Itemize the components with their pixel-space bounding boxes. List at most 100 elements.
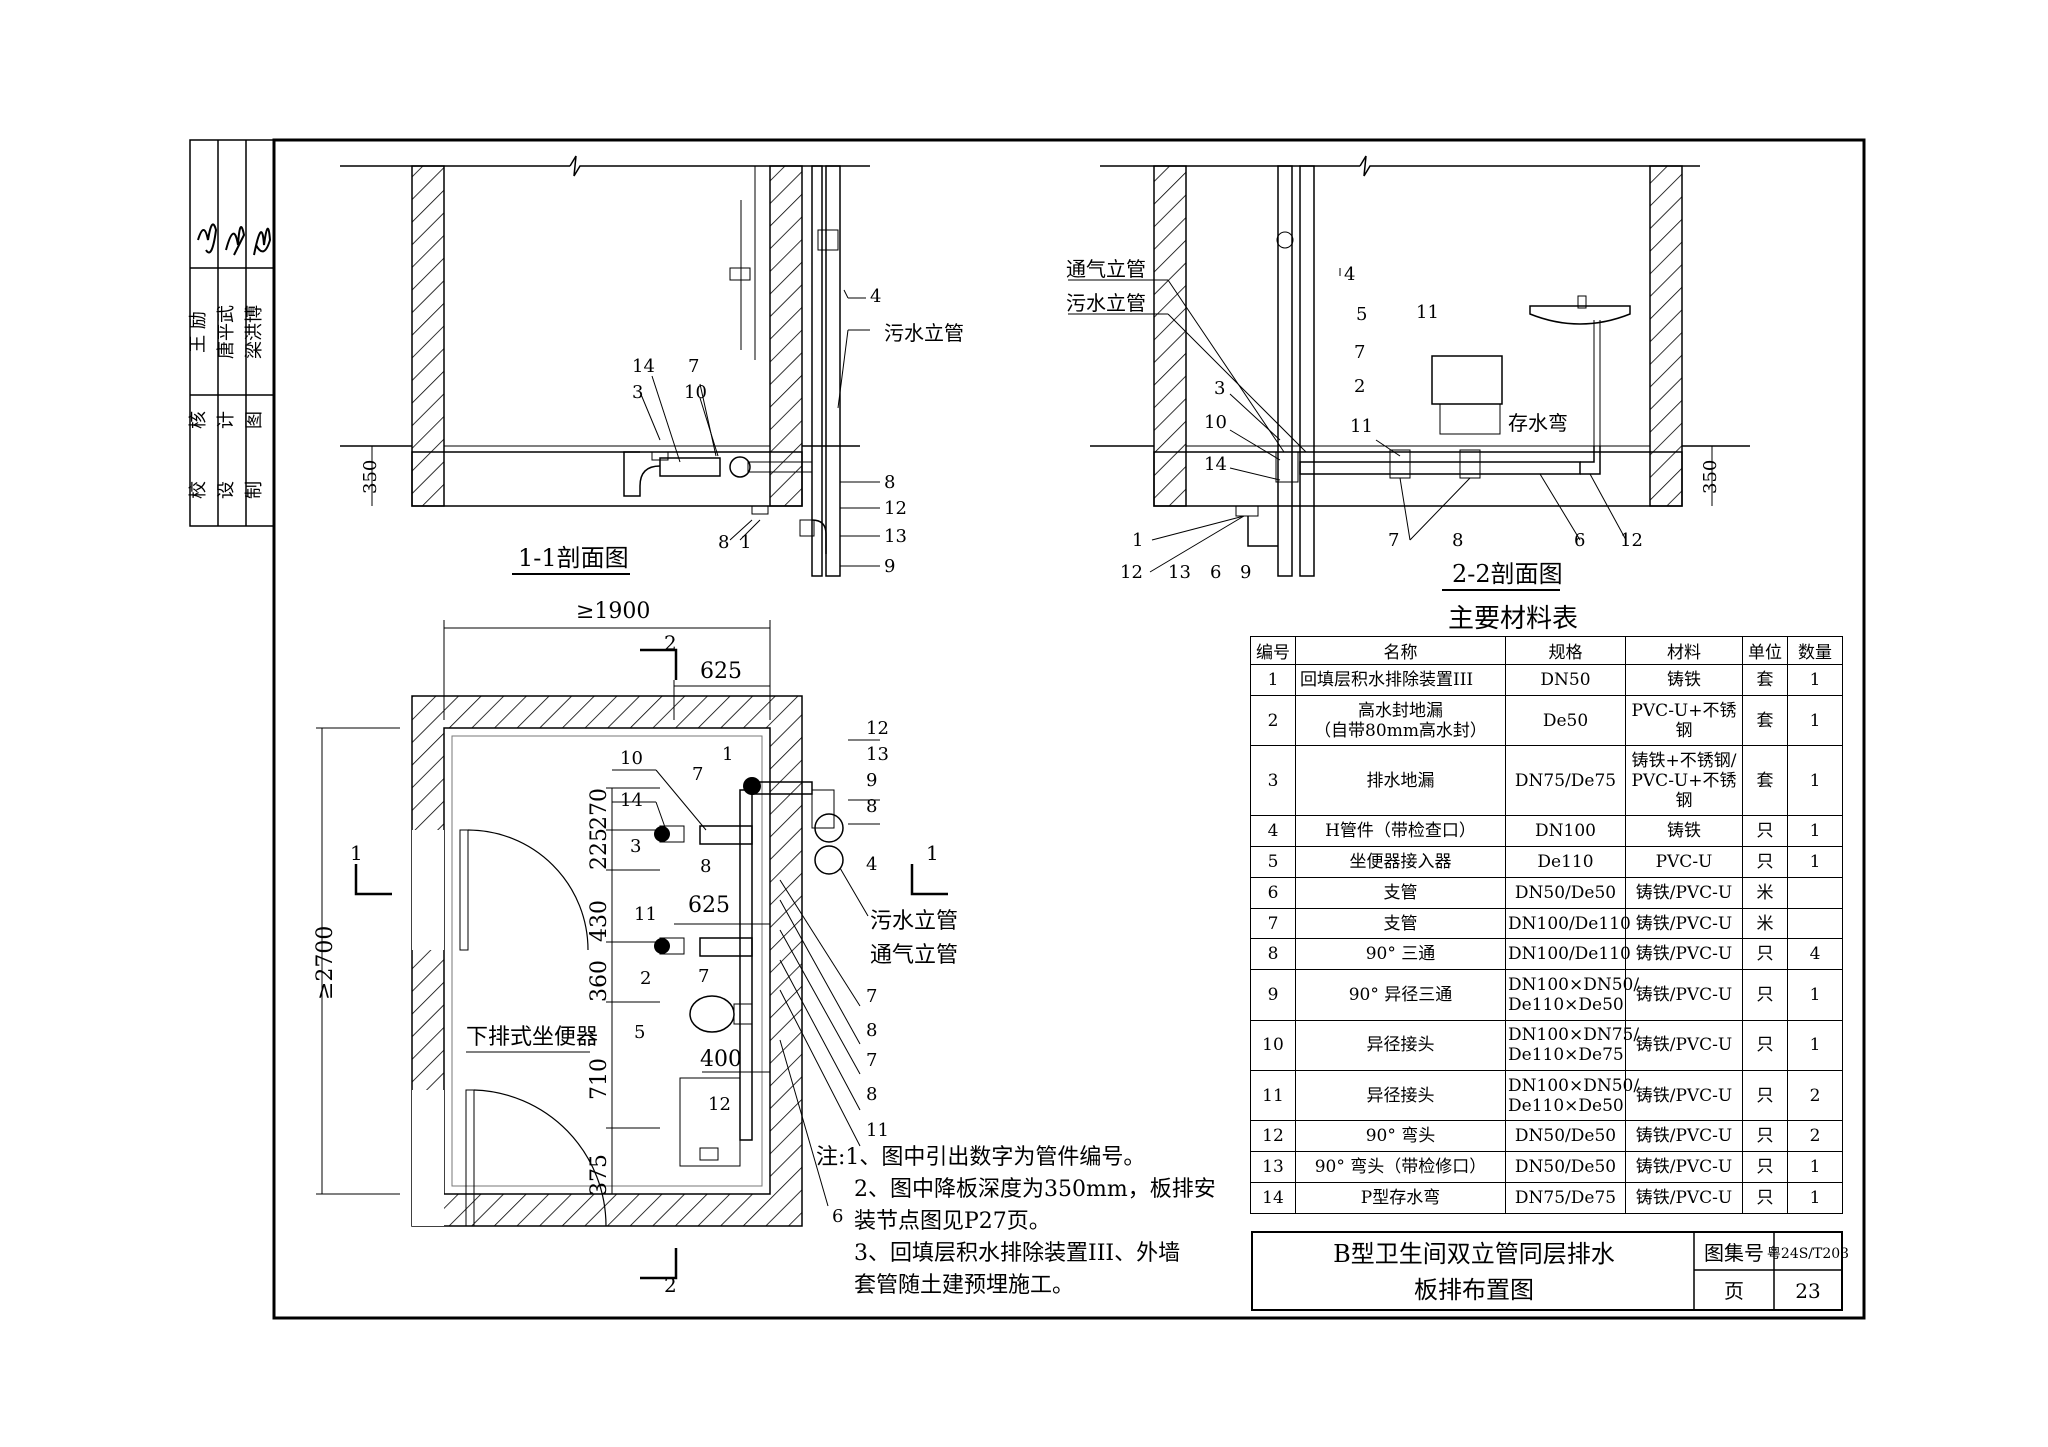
name-liang: 梁洪博 bbox=[244, 305, 265, 359]
cell-no: 9 bbox=[1250, 969, 1296, 1021]
cell-spec: DN100/De110 bbox=[1505, 907, 1631, 940]
cell-unit: 只 bbox=[1742, 814, 1788, 847]
plan-c13: 13 bbox=[866, 744, 889, 765]
cell-name: 异径接头 bbox=[1295, 1019, 1506, 1071]
name-tang: 唐平武 bbox=[216, 305, 237, 359]
cell-unit: 米 bbox=[1742, 907, 1788, 940]
cell-qty: 2 bbox=[1787, 1120, 1843, 1153]
plan-toilet-label: 下排式坐便器 bbox=[466, 1025, 598, 1050]
col-qty: 数量 bbox=[1787, 636, 1843, 665]
table-header-row: 编号 名称 规格 材料 单位 数量 bbox=[1250, 636, 1843, 665]
cell-name: 异径接头 bbox=[1295, 1069, 1506, 1122]
s11-c13: 13 bbox=[884, 526, 907, 547]
cell-qty: 1 bbox=[1787, 1019, 1843, 1071]
plan-dim-270: 270 bbox=[587, 788, 612, 830]
cell-material: 铸铁/PVC-U bbox=[1625, 1151, 1743, 1184]
plan-mark-2-bottom: 2 bbox=[664, 1273, 677, 1297]
s11-title: 1-1剖面图 bbox=[518, 544, 629, 572]
cell-unit: 套 bbox=[1742, 694, 1788, 747]
cell-material: 铸铁/PVC-U bbox=[1625, 1019, 1743, 1071]
role-tu: 图 bbox=[244, 411, 265, 429]
s11-c4: 4 bbox=[870, 286, 881, 307]
note-line-5: 套管随土建预埋施工。 bbox=[854, 1273, 1075, 1298]
plan-view: ≥1900 625 625 400 ≥2700 270 225 430 360 … bbox=[313, 599, 958, 1297]
cell-qty: 1 bbox=[1787, 664, 1843, 696]
cell-name: 90° 弯头 bbox=[1295, 1120, 1506, 1153]
plan-mark-1-right: 1 bbox=[926, 841, 939, 865]
cell-material: 铸铁/PVC-U bbox=[1625, 969, 1743, 1021]
atlas-label: 图集号 bbox=[1704, 1241, 1764, 1265]
plan-c3: 3 bbox=[630, 836, 641, 857]
plan-c7a: 7 bbox=[692, 764, 703, 785]
plan-c1: 1 bbox=[722, 744, 733, 765]
plan-dim-height: ≥2700 bbox=[313, 926, 338, 1000]
plan-dim-400: 400 bbox=[700, 1047, 742, 1072]
cell-unit: 只 bbox=[1742, 1019, 1788, 1071]
s11-depth: 350 bbox=[360, 460, 381, 494]
cell-material: 铸铁/PVC-U bbox=[1625, 1120, 1743, 1153]
plan-dim-225: 225 bbox=[587, 828, 612, 870]
cell-name: 坐便器接入器 bbox=[1295, 845, 1506, 878]
col-no: 编号 bbox=[1250, 636, 1296, 665]
plan-c8d: 8 bbox=[866, 1084, 877, 1105]
cell-no: 8 bbox=[1250, 938, 1296, 971]
cell-qty: 1 bbox=[1787, 694, 1843, 747]
cell-qty bbox=[1787, 876, 1843, 909]
plan-vent-riser: 通气立管 bbox=[870, 943, 958, 968]
cell-spec: DN50/De50 bbox=[1505, 876, 1626, 909]
col-material: 材料 bbox=[1625, 636, 1743, 665]
plan-c11b: 11 bbox=[866, 1120, 889, 1141]
notes: 注:1、图中引出数字为管件编号。 2、图中降板深度为350mm，板排安 装节点图… bbox=[816, 1142, 1216, 1302]
cell-no: 6 bbox=[1250, 876, 1296, 909]
cell-unit: 只 bbox=[1742, 1151, 1788, 1184]
cell-spec: De50 bbox=[1505, 694, 1626, 747]
plan-c8c: 8 bbox=[866, 1020, 877, 1041]
plan-dim-430: 430 bbox=[587, 900, 612, 942]
cell-material: 铸铁 bbox=[1625, 664, 1743, 696]
s22-trap: 存水弯 bbox=[1508, 411, 1568, 435]
cell-spec: DN100/De110 bbox=[1505, 938, 1631, 971]
cell-no: 13 bbox=[1250, 1151, 1296, 1184]
s22-depth: 350 bbox=[1700, 460, 1721, 494]
approval-strip bbox=[189, 139, 275, 527]
cell-no: 12 bbox=[1250, 1120, 1296, 1153]
plan-c12a: 12 bbox=[866, 718, 889, 739]
note-line-4: 3、回填层积水排除装置III、外墙 bbox=[854, 1241, 1181, 1266]
s11-riser: 污水立管 bbox=[884, 321, 964, 345]
s22-sewage: 污水立管 bbox=[1066, 291, 1146, 315]
role-zhi: 制 bbox=[244, 481, 265, 499]
s22-c9: 9 bbox=[1240, 562, 1251, 583]
plan-c14: 14 bbox=[620, 790, 643, 811]
s22-c13: 13 bbox=[1168, 562, 1191, 583]
role-ji: 计 bbox=[216, 411, 237, 429]
s22-c6b: 6 bbox=[1574, 530, 1585, 551]
plan-c4: 4 bbox=[866, 854, 877, 875]
plan-c8a: 8 bbox=[700, 856, 711, 877]
s22-c12b: 12 bbox=[1620, 530, 1643, 551]
s22-c4: 4 bbox=[1344, 264, 1355, 285]
cell-unit: 只 bbox=[1742, 969, 1788, 1021]
plan-c9: 9 bbox=[866, 770, 877, 791]
plan-c10: 10 bbox=[620, 748, 643, 769]
s22-c10: 10 bbox=[1204, 412, 1227, 433]
section-2-2: 350 2-2剖面图 通气立管 污水立管 存水弯 4 5 11 7 2 3 bbox=[1066, 155, 1750, 591]
note-line-1: 注:1、图中引出数字为管件编号。 bbox=[816, 1145, 1146, 1170]
s22-c14: 14 bbox=[1204, 454, 1227, 475]
s22-c12a: 12 bbox=[1120, 562, 1143, 583]
plan-dim-width: ≥1900 bbox=[576, 599, 650, 624]
cell-spec: DN100×DN50/ De110×De50 bbox=[1505, 969, 1639, 1021]
cell-unit: 米 bbox=[1742, 876, 1788, 909]
plan-c5: 5 bbox=[634, 1022, 645, 1043]
plan-c7c: 7 bbox=[866, 986, 877, 1007]
cell-material: 铸铁/PVC-U bbox=[1625, 938, 1743, 971]
col-name: 名称 bbox=[1295, 636, 1506, 665]
s22-c6a: 6 bbox=[1210, 562, 1221, 583]
cell-material: 铸铁/PVC-U bbox=[1625, 907, 1743, 940]
cell-no: 2 bbox=[1250, 694, 1296, 747]
note-line-3: 装节点图见P27页。 bbox=[854, 1209, 1051, 1234]
